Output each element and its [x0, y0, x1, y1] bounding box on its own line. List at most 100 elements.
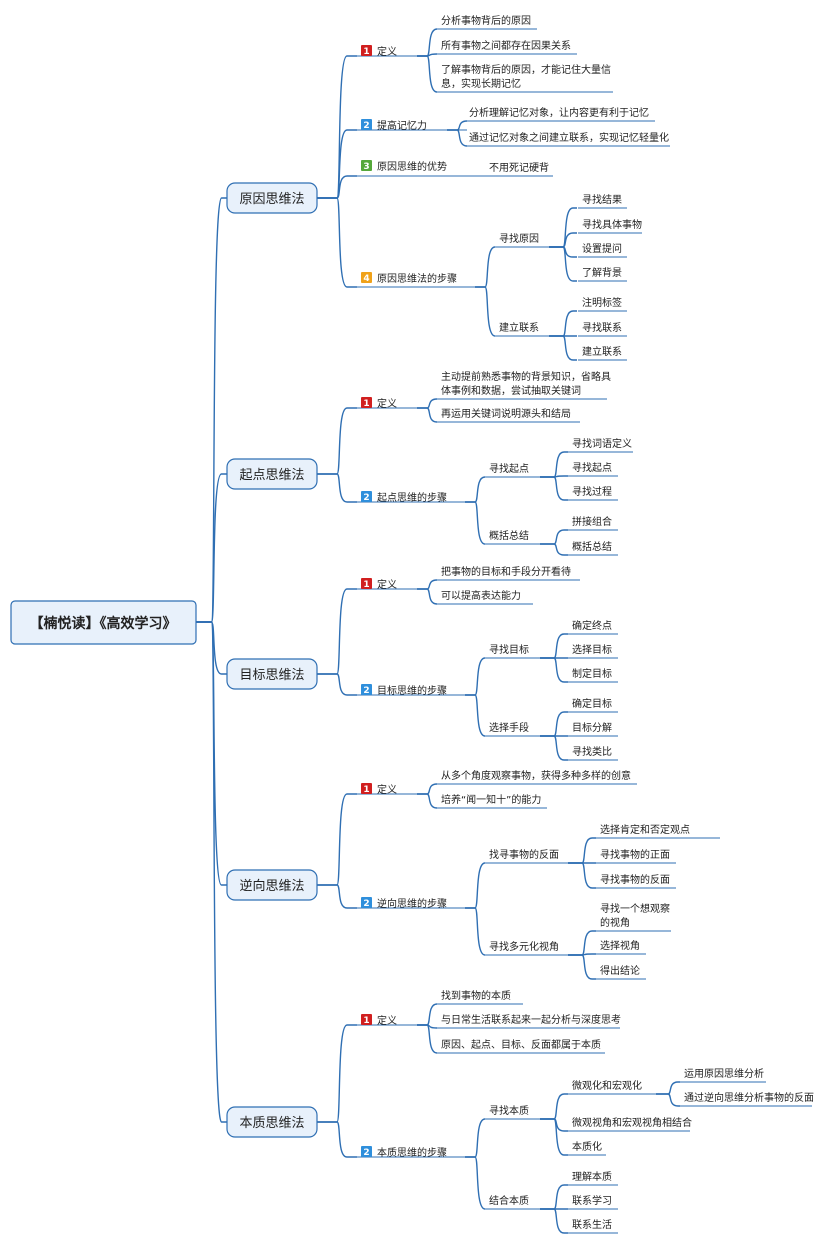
topic-node[interactable]: 4 原因思维法的步骤: [361, 272, 457, 285]
connector-edge: [465, 476, 486, 503]
connector-edge: [417, 407, 438, 423]
svg-text:1: 1: [363, 785, 369, 795]
connector-edge: [540, 1093, 568, 1120]
leaf-label: 分析理解记忆对象，让内容更有利于记忆: [469, 106, 649, 119]
connector-edge: [568, 954, 596, 980]
branch-node[interactable]: 本质思维法: [226, 1106, 318, 1138]
connector-edge: [417, 1003, 438, 1026]
connector-edge: [540, 1118, 568, 1156]
root-node[interactable]: 【楠悦读】《高效学习》: [10, 600, 197, 645]
connector-edge: [465, 657, 486, 696]
svg-text:逆向思维的步骤: 逆向思维的步骤: [377, 897, 447, 910]
connector-edge: [465, 694, 486, 737]
leaf-label: 注明标签: [582, 296, 622, 309]
leaf-label: 主动提前熟悉事物的背景知识，省略具: [441, 370, 611, 383]
leaf-label: 寻找目标: [489, 643, 529, 656]
connector-edge: [417, 398, 438, 409]
leaf-label: 寻找原因: [499, 232, 539, 245]
connector-edge: [317, 197, 357, 288]
leaf-label: 选择肯定和否定观点: [600, 823, 690, 836]
svg-text:1: 1: [363, 47, 369, 57]
branch-node[interactable]: 目标思维法: [226, 658, 318, 690]
leaf-label: 找到事物的本质: [441, 989, 511, 1002]
leaf-label: 所有事物之间都存在因果关系: [441, 39, 571, 52]
connector-edge: [196, 621, 227, 1123]
leaf-label: 通过逆向思维分析事物的反面: [684, 1091, 814, 1104]
connector-edge: [196, 621, 227, 675]
svg-text:定义: 定义: [377, 45, 397, 58]
connector-edge: [549, 310, 577, 337]
leaf-label: 拼接组合: [572, 515, 612, 528]
topic-node[interactable]: 2 目标思维的步骤: [361, 684, 447, 697]
topic-node[interactable]: 2 逆向思维的步骤: [361, 897, 447, 910]
svg-text:2: 2: [363, 121, 369, 131]
connector-edge: [540, 633, 568, 659]
topic-node[interactable]: 1 定义: [361, 783, 397, 796]
leaf-label: 寻找词语定义: [572, 437, 632, 450]
topic-node[interactable]: 2 本质思维的步骤: [361, 1146, 447, 1159]
connector-edge: [475, 286, 496, 337]
connector-edge: [417, 55, 438, 93]
svg-text:2: 2: [363, 493, 369, 503]
svg-text:1: 1: [363, 580, 369, 590]
connector-edge: [317, 673, 357, 696]
connector-edge: [317, 175, 357, 199]
branch-node[interactable]: 逆向思维法: [226, 869, 318, 901]
leaf-label: 选择手段: [489, 721, 529, 734]
topic-node[interactable]: 2 起点思维的步骤: [361, 491, 447, 504]
topic-node[interactable]: 1 定义: [361, 397, 397, 410]
leaf-label: 寻找事物的反面: [600, 873, 670, 886]
svg-text:本质思维的步骤: 本质思维的步骤: [377, 1146, 447, 1159]
leaf-label: 联系生活: [572, 1218, 612, 1231]
svg-text:定义: 定义: [377, 1014, 397, 1027]
connector-edge: [417, 1024, 438, 1054]
connector-edge: [317, 473, 357, 503]
leaf-label: 寻找具体事物: [582, 218, 642, 231]
connector-edge: [417, 579, 438, 590]
connector-edge: [549, 335, 577, 361]
leaf-label: 可以提高表达能力: [441, 589, 521, 602]
connector-edge: [540, 529, 568, 545]
leaf-label: 不用死记硬背: [489, 161, 549, 174]
topic-node[interactable]: 1 定义: [361, 578, 397, 591]
connector-edge: [465, 907, 486, 956]
branch-node[interactable]: 原因思维法: [226, 182, 318, 214]
leaf-label: 培养“闻一知十”的能力: [441, 793, 541, 806]
leaf-label: 寻找过程: [572, 485, 612, 498]
leaf-label: 把事物的目标和手段分开看待: [441, 565, 571, 578]
connector-edge: [549, 246, 577, 282]
leaf-label: 寻找起点: [572, 461, 612, 474]
svg-text:起点思维法: 起点思维法: [239, 468, 304, 483]
connector-edge: [465, 1118, 486, 1158]
connector-edge: [196, 621, 227, 886]
leaf-label: 了解背景: [582, 266, 622, 279]
connector-edge: [549, 246, 577, 258]
topic-node[interactable]: 1 定义: [361, 1014, 397, 1027]
connector-edge: [540, 1118, 568, 1132]
leaf-label: 的视角: [600, 916, 630, 929]
leaf-labels: 分析事物背后的原因 所有事物之间都存在因果关系 了解事物背后的原因，才能记住大量…: [437, 14, 814, 1234]
leaf-label: 设置提问: [582, 242, 622, 255]
connector-edge: [465, 1156, 486, 1210]
connector-edge: [417, 588, 438, 605]
connector-edge: [568, 837, 596, 864]
connector-edge: [465, 501, 486, 545]
topic-node[interactable]: 2 提高记忆力: [361, 119, 427, 132]
connector-edge: [540, 1208, 568, 1234]
leaf-label: 寻找本质: [489, 1104, 529, 1117]
svg-text:起点思维的步骤: 起点思维的步骤: [377, 491, 447, 504]
branch-node[interactable]: 起点思维法: [226, 458, 318, 490]
leaf-label: 运用原因思维分析: [684, 1067, 764, 1080]
leaf-label: 目标分解: [572, 721, 612, 734]
svg-text:1: 1: [363, 1016, 369, 1026]
leaf-label: 联系学习: [572, 1194, 612, 1207]
svg-text:原因思维的优势: 原因思维的优势: [377, 160, 447, 173]
svg-text:定义: 定义: [377, 783, 397, 796]
leaf-label: 理解本质: [572, 1170, 612, 1183]
topic-node[interactable]: 1 定义: [361, 45, 397, 58]
svg-text:3: 3: [363, 162, 369, 172]
connector-edge: [540, 657, 568, 683]
connector-edge: [540, 476, 568, 501]
topic-node[interactable]: 3 原因思维的优势: [361, 160, 447, 173]
